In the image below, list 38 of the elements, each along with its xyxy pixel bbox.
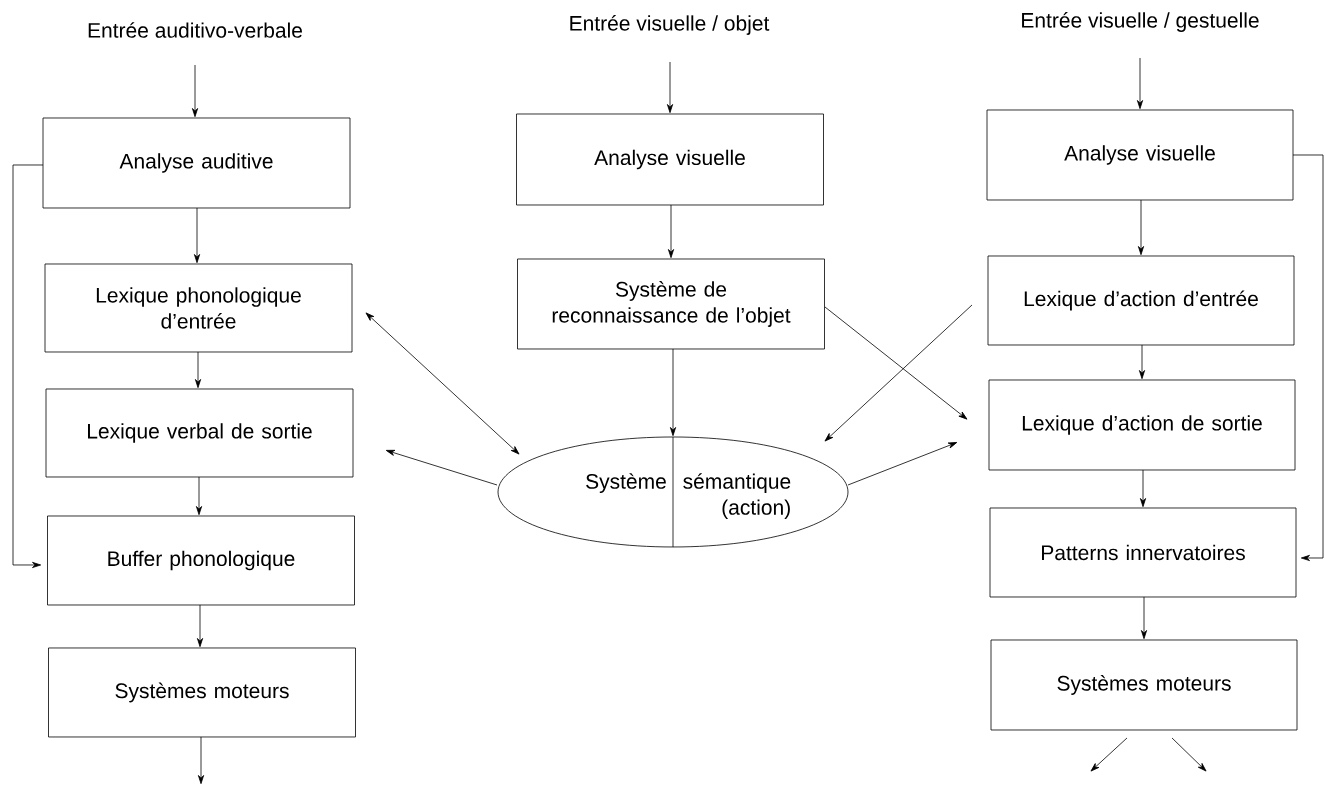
arrow — [1140, 596, 1148, 640]
process-box: Analyse auditive — [42, 117, 351, 209]
arrow — [1137, 199, 1145, 256]
arrow — [1136, 57, 1144, 110]
process-box: Système de reconnaissance de l’objet — [517, 258, 825, 350]
arrow — [1171, 737, 1207, 772]
process-box: Lexique d’action de sortie — [988, 379, 1296, 471]
arrow — [195, 351, 202, 389]
arrow — [12, 164, 44, 568]
process-box: Lexique verbal de sortie — [45, 388, 354, 478]
arrow — [1138, 344, 1146, 380]
arrow — [668, 204, 675, 259]
process-box: Lexique d’action d’entrée — [987, 255, 1295, 346]
arrow — [1292, 154, 1324, 561]
arrow — [197, 604, 204, 648]
process-box: Systèmes moteurs — [48, 647, 356, 738]
process-box: Lexique phonologique d’entrée — [44, 263, 353, 353]
process-box: Analyse visuelle — [986, 109, 1294, 201]
arrow — [824, 304, 973, 442]
arrow — [192, 64, 199, 118]
process-box: Buffer phonologique — [47, 515, 355, 606]
arrow — [1090, 737, 1128, 772]
arrow — [198, 736, 205, 785]
input-label: Entrée auditivo-verbale — [88, 22, 302, 38]
input-label: Entrée visuelle / objet — [570, 15, 770, 35]
input-label: Entrée visuelle / gestuelle — [1022, 12, 1259, 32]
process-box: Patterns innervatoires — [989, 507, 1297, 598]
arrow — [667, 61, 674, 114]
arrow — [1139, 469, 1147, 508]
process-box: Analyse visuelle — [516, 113, 824, 206]
process-box: Systèmes moteurs — [990, 639, 1298, 731]
arrow — [670, 348, 677, 437]
arrow — [847, 442, 958, 486]
arrow — [385, 449, 498, 486]
arrow — [194, 207, 201, 264]
arrow — [365, 312, 520, 455]
arrow — [824, 306, 968, 420]
arrow — [196, 476, 203, 516]
